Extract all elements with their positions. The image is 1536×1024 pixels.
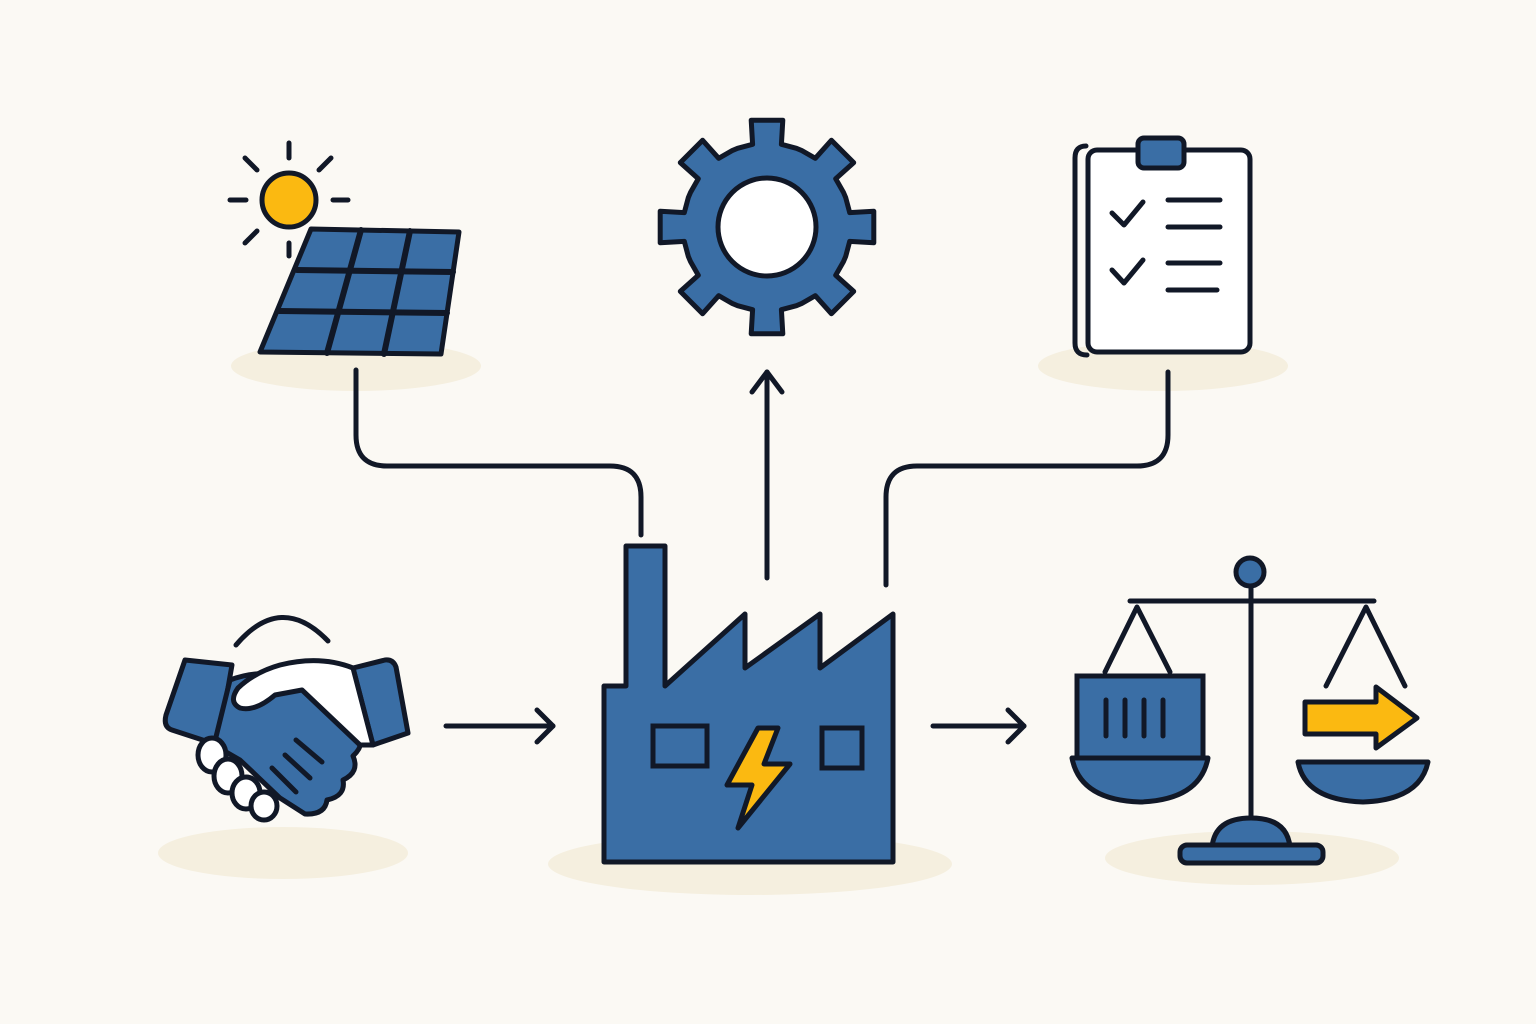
- edge-factory-to-scale: [930, 707, 1027, 745]
- clipboard-clip: [1135, 135, 1187, 171]
- sun-icon: [227, 140, 351, 259]
- factory-window: [650, 723, 710, 769]
- solar-panel-icon: [227, 140, 462, 357]
- factory-window: [819, 725, 865, 771]
- handshake-shadow: [158, 827, 408, 879]
- edge-solar-to-factory: [353, 367, 644, 538]
- factory-icon: [601, 543, 896, 865]
- right-pan: [1295, 759, 1431, 805]
- arrow-right-icon: [1302, 684, 1420, 751]
- scale-base: [1177, 842, 1326, 866]
- edge-checklist-to-factory: [883, 369, 1171, 588]
- scale-knob: [1233, 555, 1267, 589]
- handshake-icon: [162, 615, 411, 823]
- factory-building: [601, 543, 896, 865]
- lightning-bolt-icon: [724, 725, 793, 831]
- clipboard-checklist-icon: [1072, 135, 1253, 358]
- balance-scale-icon: [1069, 555, 1431, 866]
- edge-handshake-to-factory: [443, 707, 556, 745]
- check-icon: [1109, 199, 1146, 228]
- gear-icon: [657, 117, 877, 337]
- connectors: [353, 367, 1171, 745]
- left-pan: [1069, 755, 1211, 805]
- handshake-arc: [233, 615, 331, 648]
- shipping-container-icon: [1074, 673, 1206, 761]
- edge-factory-to-gear: [749, 369, 785, 581]
- check-icon: [1109, 257, 1146, 286]
